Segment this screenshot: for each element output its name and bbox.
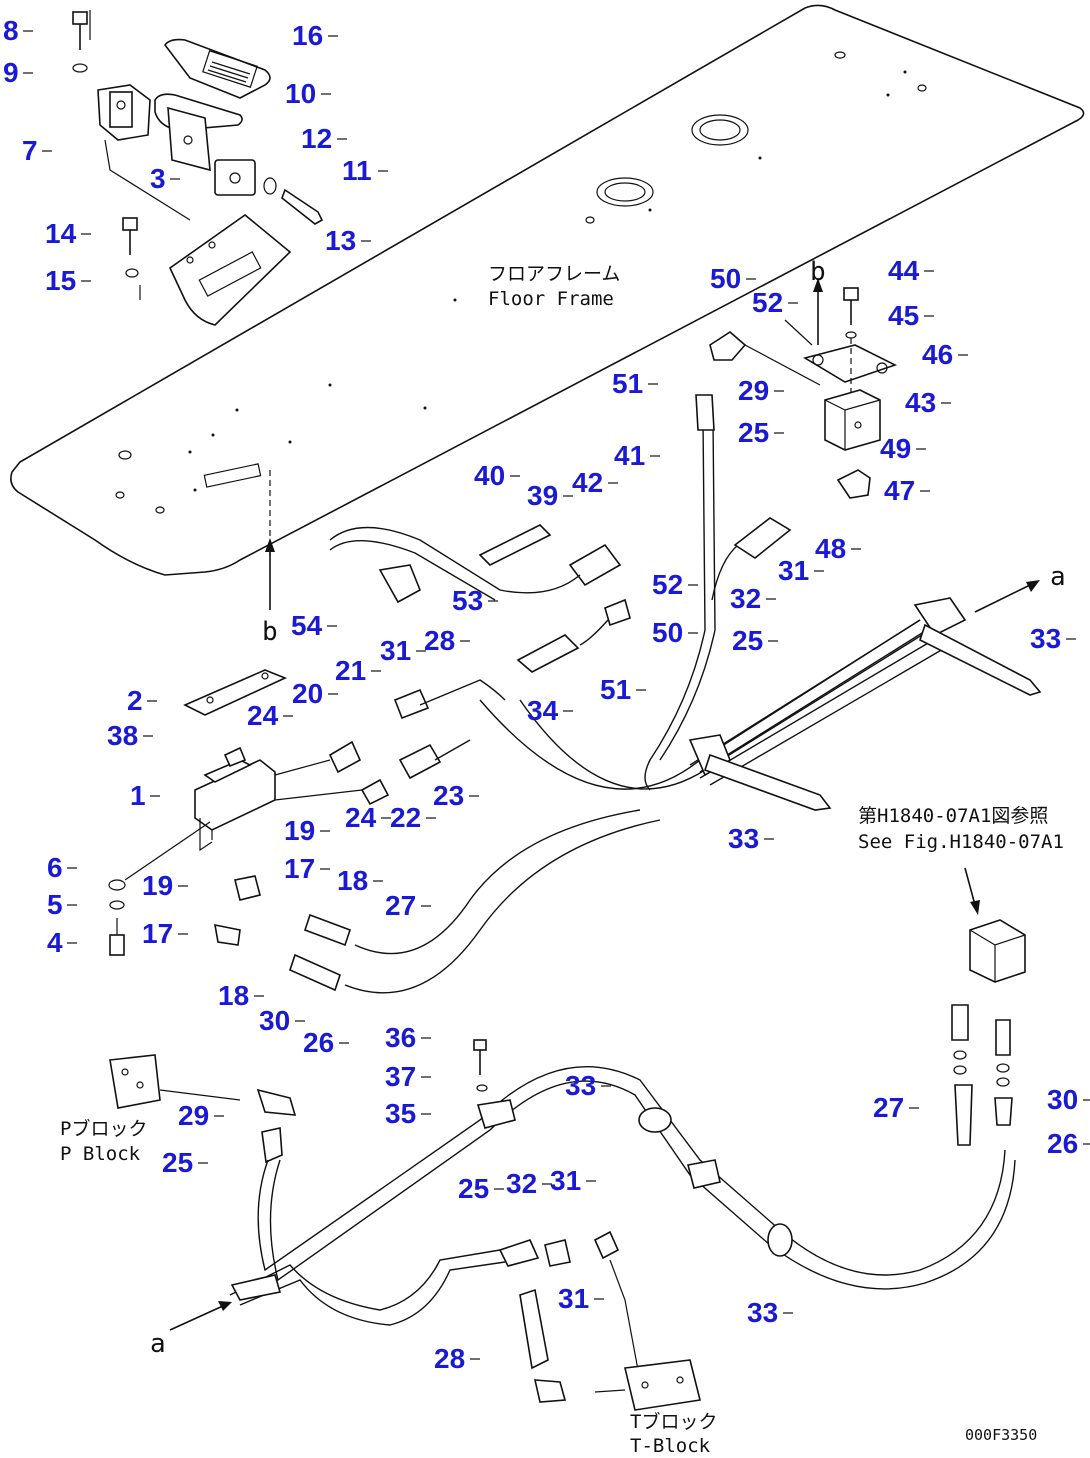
part-callout: 31	[558, 1283, 589, 1314]
part-callout: 51	[612, 368, 643, 399]
part-callout: 8	[3, 15, 19, 46]
part-callout: 26	[1047, 1128, 1078, 1159]
part-callout: 2	[127, 685, 143, 716]
drawing-code: 000F3350	[965, 1426, 1037, 1444]
part-callout: 48	[815, 533, 846, 564]
part-callout: 47	[884, 475, 915, 506]
lower-piping: 第H1840-07A1図参照 See Fig.H1840-07A1 Pブロック …	[60, 805, 1064, 1457]
part-callout: 1	[130, 780, 146, 811]
part-callout: 23	[433, 780, 464, 811]
part-callout: 5	[47, 889, 63, 920]
part-callout: 31	[778, 555, 809, 586]
part-callout: 30	[259, 1005, 290, 1036]
pedal-assembly	[72, 10, 324, 326]
part-callout: 50	[652, 617, 683, 648]
part-callout: 34	[527, 695, 559, 726]
part-callout: 18	[218, 980, 249, 1011]
part-callout: 25	[458, 1173, 489, 1204]
marker-a-right: a	[1050, 562, 1066, 592]
part-callout: 13	[325, 225, 356, 256]
part-callout: 33	[747, 1297, 778, 1328]
part-callout: 44	[888, 255, 920, 286]
part-callout: 24	[247, 700, 279, 731]
part-callout: 36	[385, 1022, 416, 1053]
t-block-label-en: T-Block	[630, 1435, 711, 1457]
part-callout: 41	[614, 440, 645, 471]
part-callout: 32	[730, 583, 761, 614]
part-callout: 24	[345, 802, 377, 833]
part-callout: 9	[3, 57, 19, 88]
part-callout: 4	[47, 927, 63, 958]
p-block-label-en: P Block	[60, 1143, 141, 1165]
part-callout: 19	[142, 870, 173, 901]
part-callout: 33	[1030, 623, 1061, 654]
see-fig-label-jp: 第H1840-07A1図参照	[858, 805, 1048, 827]
part-callout: 22	[390, 802, 421, 833]
part-callout: 7	[22, 135, 38, 166]
part-callout: 53	[452, 585, 483, 616]
part-callout: 42	[572, 467, 603, 498]
part-callout: 3	[150, 163, 166, 194]
part-callout: 27	[873, 1092, 904, 1123]
part-callout: 35	[385, 1098, 416, 1129]
part-callout: 25	[162, 1147, 193, 1178]
part-callout: 51	[600, 674, 631, 705]
part-callout: 29	[738, 375, 769, 406]
part-callout: 28	[424, 625, 455, 656]
part-callout: 52	[752, 287, 783, 318]
part-callout: 26	[303, 1027, 334, 1058]
part-callout: 52	[652, 569, 683, 600]
part-callout: 20	[292, 678, 323, 709]
marker-b-bottom: b	[262, 617, 278, 647]
part-callout: 17	[284, 853, 315, 884]
part-callout: 40	[474, 460, 505, 491]
main-piping	[108, 394, 1042, 994]
part-callout: 27	[385, 890, 416, 921]
marker-a-left: a	[150, 1329, 166, 1359]
see-fig-label-en: See Fig.H1840-07A1	[858, 831, 1064, 853]
part-callout: 31	[550, 1165, 581, 1196]
part-callout: 12	[301, 123, 332, 154]
floor-frame-label-en: Floor Frame	[488, 288, 614, 310]
part-callout: 18	[337, 865, 368, 896]
part-callout: 21	[335, 655, 366, 686]
floor-frame: フロアフレーム Floor Frame	[10, 4, 1085, 576]
t-block-label-jp: Tブロック	[630, 1410, 717, 1433]
part-callout: 39	[527, 480, 558, 511]
part-callout: 38	[107, 720, 138, 751]
part-callout: 37	[385, 1061, 416, 1092]
upper-valve-assembly	[709, 278, 898, 499]
part-callout: 50	[710, 263, 741, 294]
part-callout: 33	[728, 823, 759, 854]
part-callout: 33	[565, 1070, 596, 1101]
part-callout: 28	[434, 1343, 465, 1374]
part-callout: 11	[342, 155, 372, 186]
part-callout: 31	[380, 635, 411, 666]
marker-b-top: b	[810, 257, 826, 287]
part-callout: 16	[292, 20, 323, 51]
part-callout: 46	[922, 339, 953, 370]
floor-frame-label-jp: フロアフレーム	[488, 263, 620, 285]
part-callout: 54	[291, 610, 323, 641]
part-callout: 19	[284, 815, 315, 846]
part-callout: 10	[285, 78, 316, 109]
part-callout: 25	[738, 417, 769, 448]
part-callout: 43	[905, 387, 936, 418]
part-callout: 29	[178, 1100, 209, 1131]
part-callout: 15	[45, 265, 76, 296]
part-callout: 45	[888, 300, 919, 331]
p-block-label-jp: Pブロック	[60, 1117, 147, 1140]
part-callout: 25	[732, 625, 763, 656]
part-callout: 49	[880, 433, 911, 464]
part-callout: 17	[142, 918, 173, 949]
part-callout: 30	[1047, 1084, 1078, 1115]
part-callout: 32	[506, 1168, 537, 1199]
part-callout: 14	[45, 218, 77, 249]
part-callout: 6	[47, 852, 63, 883]
